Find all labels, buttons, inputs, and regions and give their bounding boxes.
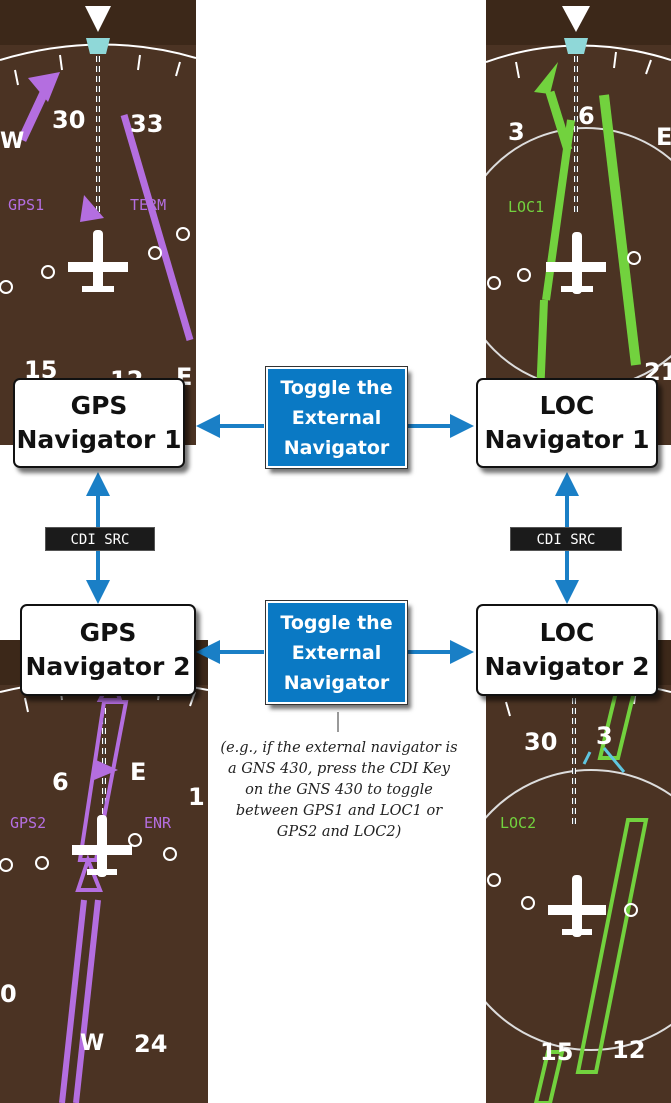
heading-label: 15: [540, 1038, 573, 1066]
heading-label: 3: [596, 722, 613, 750]
loc-navigator-1-box: LOC Navigator 1: [476, 378, 658, 468]
flight-phase-label: TERM: [130, 196, 166, 214]
cdi-src-softkey-right[interactable]: CDI SRC: [510, 527, 622, 551]
box-line-2: Navigator 1: [484, 425, 650, 454]
toggle-external-navigator-top: Toggle the External Navigator: [265, 366, 408, 469]
flight-phase-label: ENR: [144, 814, 172, 832]
toggle-line-1: Toggle the: [280, 611, 393, 634]
nav-source-label: GPS1: [8, 196, 44, 214]
toggle-line-3: Navigator: [283, 671, 390, 694]
toggle-line-1: Toggle the: [280, 376, 393, 399]
heading-label: 6: [52, 768, 69, 796]
heading-label: 1: [188, 783, 205, 811]
cdi-src-softkey-left[interactable]: CDI SRC: [45, 527, 155, 551]
nav-source-label: GPS2: [10, 814, 46, 832]
toggle-line-3: Navigator: [283, 436, 390, 459]
hsi-gps1-graphic: 30 33 E 15 12 W GPS1 TERM: [0, 0, 196, 445]
heading-label: W: [0, 129, 24, 154]
heading-label: 6: [578, 102, 595, 130]
heading-label: E: [656, 123, 671, 151]
heading-label: W: [80, 1031, 104, 1056]
loc-navigator-2-box: LOC Navigator 2: [476, 604, 658, 696]
box-line-2: Navigator 1: [16, 425, 182, 454]
heading-label: 30: [524, 728, 557, 756]
heading-label: E: [130, 758, 146, 786]
heading-label: 3: [508, 118, 525, 146]
heading-label: 12: [612, 1036, 645, 1064]
footnote-text: (e.g., if the external navigator is a GN…: [220, 740, 458, 840]
toggle-line-2: External: [291, 641, 382, 664]
nav-source-label: LOC2: [500, 814, 536, 832]
box-line-2: Navigator 2: [25, 652, 191, 681]
box-line-1: GPS: [70, 391, 128, 420]
box-line-1: GPS: [79, 618, 137, 647]
box-line-1: LOC: [539, 391, 595, 420]
nav-source-label: LOC1: [508, 198, 544, 216]
toggle-line-2: External: [291, 406, 382, 429]
gps-navigator-2-box: GPS Navigator 2: [20, 604, 196, 696]
heading-label: 33: [130, 110, 163, 138]
heading-label: 30: [52, 106, 85, 134]
box-line-2: Navigator 2: [484, 652, 650, 681]
box-line-1: LOC: [539, 618, 595, 647]
toggle-external-navigator-bottom: Toggle the External Navigator: [265, 600, 408, 705]
heading-label: 24: [134, 1030, 167, 1058]
heading-label: 0: [0, 980, 17, 1008]
hsi-panel-gps1: 30 33 E 15 12 W GPS1 TERM: [0, 0, 196, 445]
gps-navigator-1-box: GPS Navigator 1: [13, 378, 185, 468]
